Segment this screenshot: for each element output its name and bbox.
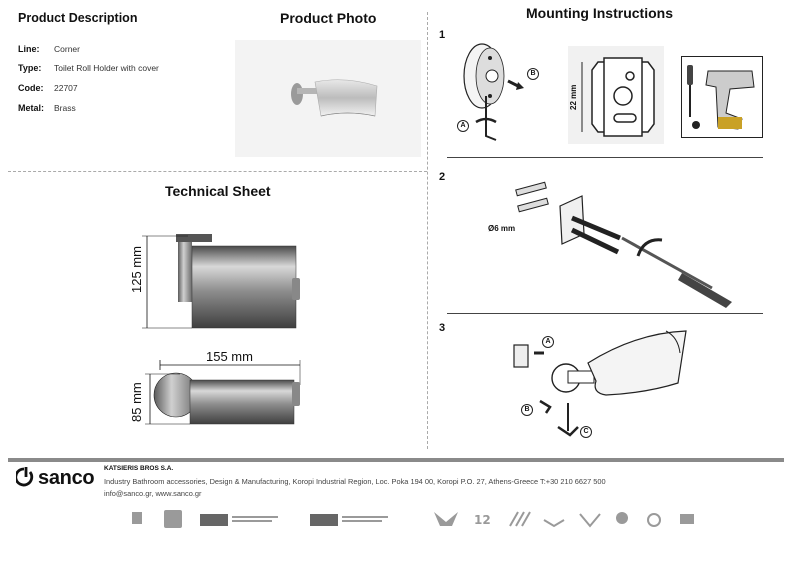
- spec-line: Line: Corner: [18, 44, 80, 54]
- width-dimension-label: 155 mm: [206, 349, 253, 364]
- callout-b-step3: B: [521, 404, 533, 416]
- vertical-divider: [427, 12, 428, 449]
- brand-shape-icon: [434, 512, 458, 526]
- step-separator: [447, 313, 763, 314]
- step-2-illustration: [512, 178, 748, 313]
- spec-code: Code: 22707: [18, 83, 78, 93]
- step-separator: [447, 157, 763, 158]
- spec-value: Corner: [54, 44, 80, 54]
- callout-c: C: [580, 426, 592, 438]
- plate-22mm-label: 22 mm: [569, 84, 578, 110]
- quality-100-icon: [164, 510, 182, 528]
- product-photo: [235, 40, 421, 157]
- company-name: KATSIERIS BROS S.A.: [104, 465, 174, 472]
- step-1-number: 1: [439, 29, 446, 41]
- product-photo-heading: Product Photo: [280, 10, 377, 26]
- technical-drawing: [120, 210, 420, 455]
- warranty-12-icon: 12: [474, 513, 491, 527]
- callout-a-step3: A: [542, 336, 554, 348]
- iso14001-badge: [310, 514, 338, 526]
- plate-dimension-diagram: [568, 46, 664, 144]
- spec-type: Type: Toilet Roll Holder with cover: [18, 63, 159, 73]
- product-description-heading: Product Description: [18, 11, 138, 25]
- iso9001-badge: [200, 514, 228, 526]
- sanco-logo: sanco: [16, 466, 95, 490]
- brand-name: sanco: [38, 466, 95, 489]
- plus-icon: [692, 121, 700, 129]
- step-3-illustration: [496, 323, 746, 448]
- sanco-logo-icon: [16, 467, 34, 487]
- callout-b: B: [527, 68, 539, 80]
- step-1-illustration: [452, 36, 562, 156]
- end-cap: [292, 278, 300, 300]
- spec-key: Type:: [18, 63, 42, 73]
- step-3-number: 3: [439, 322, 446, 334]
- toilet-roll-holder-image: [291, 79, 378, 117]
- height-dimension-label: 125 mm: [129, 246, 144, 293]
- bracket: [178, 242, 192, 302]
- spec-value: Toilet Roll Holder with cover: [54, 63, 159, 73]
- spec-value: Brass: [54, 103, 76, 113]
- spec-metal: Metal: Brass: [18, 103, 76, 113]
- certification-badges: 12: [128, 508, 718, 534]
- patent-icon: [132, 512, 142, 524]
- tools-box: [681, 56, 763, 138]
- cover-body: [191, 245, 297, 329]
- company-address: Industry Bathroom accessories, Design & …: [104, 477, 606, 486]
- anchor-6mm-label: Ø6 mm: [488, 224, 516, 233]
- wall-plate: [176, 234, 212, 242]
- mounting-instructions-heading: Mounting Instructions: [526, 5, 673, 21]
- cover-body-bottom: [189, 379, 295, 425]
- spec-value: 22707: [54, 83, 78, 93]
- spec-key: Line:: [18, 44, 40, 54]
- spec-key: Code:: [18, 83, 44, 93]
- technical-sheet-heading: Technical Sheet: [165, 183, 271, 199]
- callout-a: A: [457, 120, 469, 132]
- footer-bar: [8, 458, 784, 462]
- company-contact: info@sanco.gr, www.sanco.gr: [104, 489, 202, 498]
- depth-dimension-label: 85 mm: [129, 382, 144, 422]
- horizontal-divider: [8, 171, 427, 172]
- spec-key: Metal:: [18, 103, 45, 113]
- step-2-number: 2: [439, 171, 446, 183]
